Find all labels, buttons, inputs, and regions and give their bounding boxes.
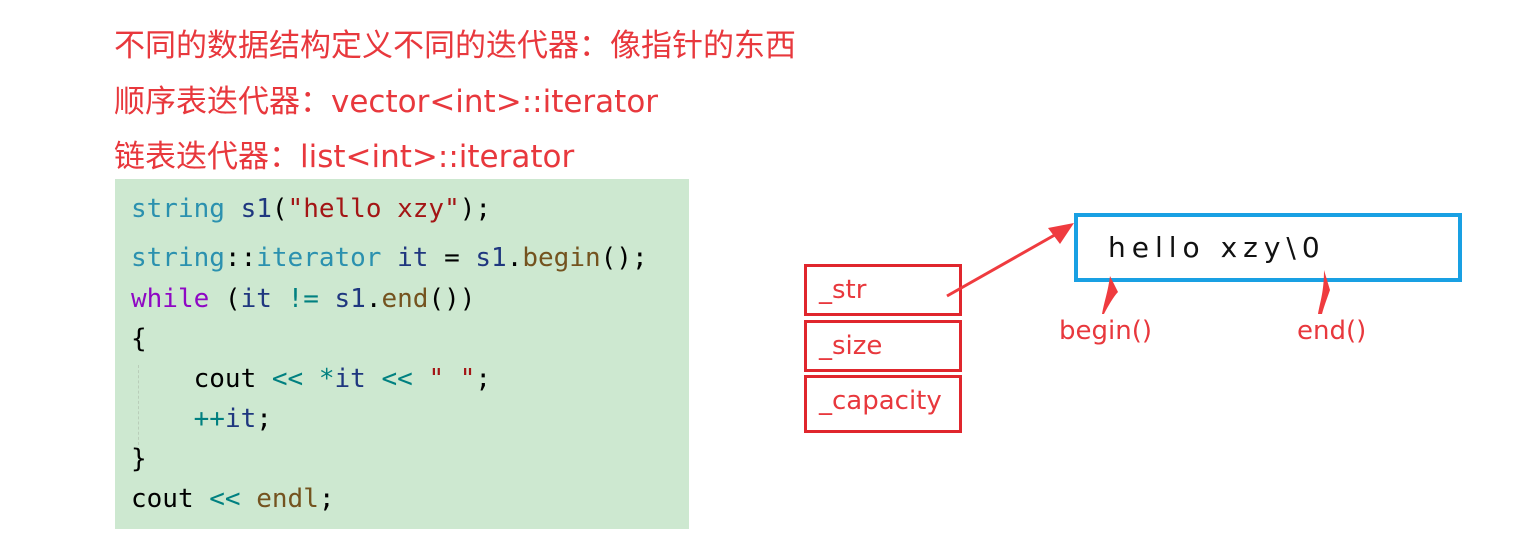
code-token-ident: s1 [334,284,366,314]
code-token-type: string [131,243,225,273]
begin-label: begin() [1059,316,1152,346]
code-line: cout << *it << " "; [131,364,491,394]
indent-guide [138,365,139,445]
code-line: while (it != s1.end()) [131,284,475,314]
code-token-ident: it [224,404,257,434]
buffer-content: hello xzy\0 [1108,231,1326,264]
code-token-punc: ; [256,404,272,434]
code-token-type: string [131,194,225,224]
code-token-op: << [209,484,241,514]
code-token-op: != [287,284,319,314]
field-label-capacity: _capacity [819,386,942,416]
code-line: cout << endl; [131,484,335,514]
code-token-op: * [318,364,335,394]
struct-field-size: _size [804,320,962,372]
code-token-punc: cout [131,364,257,394]
code-token-ident: s1 [240,194,272,224]
code-token-punc: ; [475,364,492,394]
code-token-punc: . [365,284,382,314]
code-line: string s1("hello xzy"); [131,194,491,224]
code-line: ++it; [131,404,272,434]
code-token-punc: ; [318,484,335,514]
code-token-ident: it [334,364,366,394]
struct-field-str: _str [804,264,962,316]
code-token-op: ++ [193,404,225,434]
code-line: { [131,324,147,354]
code-line: string::iterator it = s1.begin(); [131,243,648,273]
char-buffer: hello xzy\0 [1074,213,1462,282]
code-token-ident: it [240,284,272,314]
code-token-punc: = [428,243,476,273]
str-pointer-arrow-line [946,230,1061,298]
struct-field-capacity: _capacity [804,375,962,433]
code-token-func: end [381,284,429,314]
code-token-func: endl [256,484,319,514]
code-token-func: begin [522,243,601,273]
heading-vector-iterator: 顺序表迭代器：vector<int>::iterator [114,84,659,120]
code-block: string s1("hello xzy"); string::iterator… [115,179,689,529]
code-token-ident: s1 [475,243,507,273]
code-token-op: << [271,364,304,394]
field-label-size: _size [819,331,883,361]
code-token-punc: ()) [428,284,476,314]
code-token-punc: { [131,324,147,354]
code-token-op: << [381,364,413,394]
field-label-str: _str [819,275,867,305]
code-token-type: iterator [256,243,382,273]
heading-iterator-concept: 不同的数据结构定义不同的迭代器：像指针的东西 [114,28,796,64]
code-token-kw: while [131,284,210,314]
end-label: end() [1297,316,1367,346]
code-token-punc: ( [271,194,288,224]
heading-list-iterator: 链表迭代器：list<int>::iterator [114,139,575,175]
code-line: } [131,444,147,474]
code-token-punc: cout [131,484,194,514]
end-pointer-arrow [1318,270,1330,314]
code-token-punc: ); [459,194,492,224]
begin-pointer-arrow [1102,276,1118,314]
code-token-punc: (); [600,243,648,273]
code-token-str: "hello xzy" [287,194,460,224]
code-token-punc: :: [224,243,257,273]
code-token-ident: it [397,243,429,273]
code-token-punc: . [506,243,523,273]
code-token-str: " " [428,364,476,394]
code-token-punc: } [131,444,147,474]
str-pointer-arrow-head [1048,223,1074,244]
code-token-punc: ( [209,284,241,314]
